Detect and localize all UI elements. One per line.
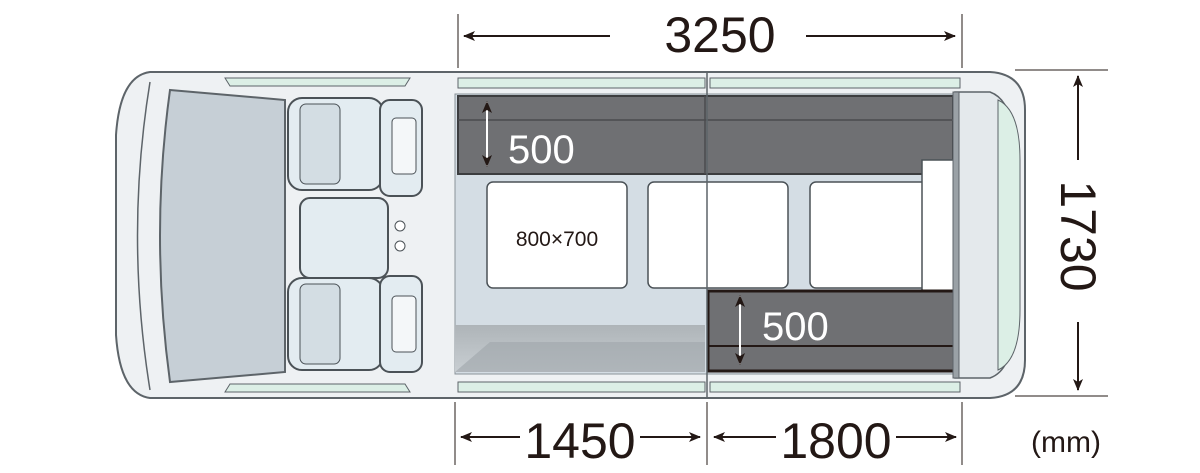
dimension-width: 1730 [1015, 69, 1108, 397]
floor-panel-3 [809, 181, 929, 289]
rear-window-right [997, 99, 1021, 371]
floor-panel-1 [486, 181, 628, 289]
seat-driver [287, 97, 423, 197]
window-bottom-middle [457, 381, 706, 393]
cupholder-icon [394, 240, 406, 252]
rear-length-label: 1800 [780, 413, 891, 469]
dimension-total-length: 3250 [457, 7, 963, 68]
cupholder-icon [394, 220, 406, 232]
window-top-front [224, 77, 411, 87]
unit-label: (mm) [1031, 426, 1101, 459]
rear-pillar [952, 91, 960, 379]
lower-shelf: 500 [706, 289, 957, 373]
window-bottom-front [224, 383, 411, 393]
floor-step-highlight [455, 342, 705, 372]
window-top-rear [709, 77, 961, 89]
floor-panel-2 [647, 181, 789, 289]
window-top-middle [457, 77, 706, 89]
floor-panels: 800×700 [486, 159, 956, 299]
width-label: 1730 [1050, 180, 1106, 291]
table-size-label: 800×700 [516, 228, 598, 251]
front-seats [287, 97, 423, 373]
hood-line [136, 81, 151, 391]
side-windows [224, 77, 1021, 393]
seat-passenger [287, 275, 423, 373]
upper-shelf-depth-label: 500 [508, 128, 575, 172]
window-bottom-rear [709, 381, 961, 393]
upper-shelf: 500 [457, 95, 954, 175]
dimension-front-length: 1450 [454, 402, 701, 469]
total-length-label: 3250 [664, 7, 775, 63]
rear-storage-box [921, 159, 956, 299]
front-length-label: 1450 [524, 413, 635, 469]
windshield [159, 88, 286, 384]
lower-shelf-depth-label: 500 [762, 305, 829, 349]
dimension-rear-length: 1800 [706, 402, 963, 469]
